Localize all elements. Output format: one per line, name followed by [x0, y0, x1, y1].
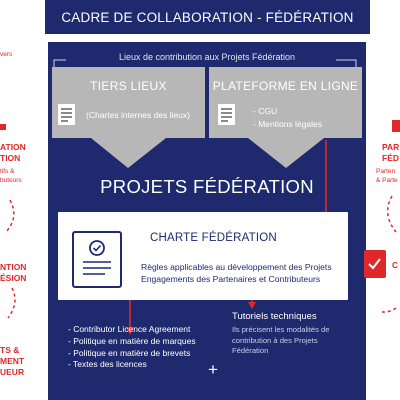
projets-title: PROJETS FÉDÉRATION — [100, 176, 314, 197]
charte-rules: Règles applicables au développement des … — [141, 261, 332, 285]
right-dashed-arrow-1 — [386, 195, 397, 233]
right-sub: Parten & Parte — [376, 167, 398, 185]
plateforme-title: PLATEFORME EN LIGNE — [212, 79, 359, 93]
plus-sign: + — [208, 360, 218, 379]
right-title-line: PAR — [382, 142, 400, 152]
left-bottom-line: MENT — [0, 356, 25, 366]
left-sub-line: tifs & — [0, 168, 15, 175]
right-person-icon — [392, 120, 400, 132]
plateforme-box: PLATEFORME EN LIGNE - CGU - Mentions lég… — [209, 67, 362, 138]
plateforme-item-cgu: - CGU — [253, 106, 278, 116]
right-mid: C — [392, 260, 399, 270]
plateforme-shape — [209, 67, 362, 168]
left-bottom-line: TS & — [0, 345, 20, 355]
left-sub-line: buteurs — [0, 177, 22, 184]
tiers-lieux-text: (Chartes internes des lieux) — [86, 110, 190, 120]
right-sub-line: & Parte — [376, 177, 398, 184]
right-title: PAR FÉD — [382, 142, 399, 164]
charte-box — [58, 212, 348, 300]
left-sub: tifs & buteurs — [0, 167, 22, 185]
lieux-title: Lieux de contribution aux Projets Fédéra… — [118, 52, 296, 62]
list-item: - Contributor Licence Agreement — [68, 324, 191, 334]
lieux-bracket — [53, 59, 357, 68]
list-item: - Politique en matière de brevets — [68, 347, 191, 358]
plateforme-items: - CGU - Mentions légales — [253, 105, 322, 131]
tiers-lieux-title: TIERS LIEUX — [90, 79, 167, 93]
left-mid: NTION ÉSION — [0, 262, 26, 284]
charte-title: CHARTE FÉDÉRATION — [150, 232, 277, 244]
list-item: - Politique en matière de marques — [68, 335, 196, 346]
tutoriels-desc: Ils précisent les modalités de contribut… — [232, 325, 330, 356]
plateforme-item-mentions: - Mentions légales — [253, 119, 322, 129]
tutoriels-title: Tutoriels techniques — [232, 311, 317, 322]
left-bottom-line: UEUR — [0, 367, 25, 377]
tiers-lieux-shape — [52, 67, 205, 168]
left-bottom: TS & MENT UEUR — [0, 345, 24, 378]
charte-rule-2: Engagements des Partenaires et Contribut… — [141, 274, 321, 284]
left-person-icon — [0, 124, 6, 130]
right-sub-line: Parten — [376, 168, 396, 175]
legal-list: - Contributor Licence Agreement - Politi… — [68, 324, 196, 371]
tiers-lieux-box: TIERS LIEUX (Chartes internes des lieux) — [52, 67, 205, 138]
document-icon — [58, 104, 75, 125]
left-title: ATION TION — [0, 142, 26, 164]
charte-rule-1: Règles applicables au développement des … — [141, 262, 332, 272]
right-title-line: FÉD — [382, 153, 399, 163]
document-icon — [218, 104, 235, 125]
list-item: - Textes des licences — [68, 359, 147, 370]
left-title-line: ATION — [0, 142, 26, 152]
left-mid-line: ÉSION — [0, 273, 27, 283]
left-title-line: TION — [0, 153, 21, 163]
left-dashed-arrow-1 — [5, 199, 15, 233]
right-dashed-arrow-2 — [381, 307, 397, 313]
header-title: CADRE DE COLLABORATION - FÉDÉRATION — [61, 9, 354, 25]
diagram-header: CADRE DE COLLABORATION - FÉDÉRATION — [45, 0, 370, 34]
left-mid-line: NTION — [0, 262, 27, 272]
left-top-fragment: vers — [0, 51, 13, 58]
